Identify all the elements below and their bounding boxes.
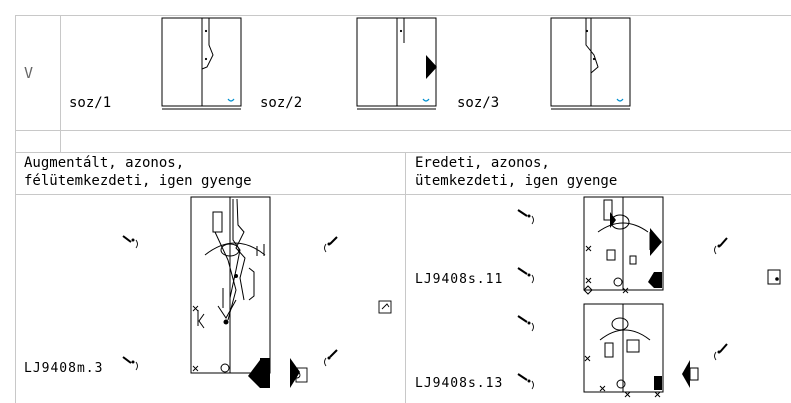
- right-header-line1: Eredeti, azonos,: [415, 155, 550, 171]
- soz-3-figure: [550, 17, 631, 110]
- soz-1-figure: [161, 17, 242, 110]
- left-diagram-label: LJ9408m.3: [24, 361, 104, 376]
- left-header-line1: Augmentált, azonos,: [24, 155, 185, 171]
- right-header-line2: ütemkezdeti, igen gyenge: [415, 173, 618, 189]
- soz-3-label: soz/3: [457, 95, 500, 111]
- grid-line-mid: [405, 152, 406, 403]
- soz-2-figure: [356, 17, 437, 110]
- right-diagram-label-bottom: LJ9408s.13: [415, 376, 504, 391]
- left-header-line2: félütemkezdeti, igen gyenge: [24, 173, 252, 189]
- right-diagram-label-top: LJ9408s.11: [415, 272, 504, 287]
- grid-line-row1: [15, 130, 791, 131]
- grid-line-row3: [15, 194, 791, 195]
- grid-line-col1: [60, 15, 61, 152]
- soz-1-label: soz/1: [69, 95, 112, 111]
- row-marker: V: [24, 64, 34, 82]
- grid-line-top: [15, 15, 791, 16]
- grid-line-row2: [15, 152, 791, 153]
- grid-line-left: [15, 15, 16, 403]
- soz-2-label: soz/2: [260, 95, 303, 111]
